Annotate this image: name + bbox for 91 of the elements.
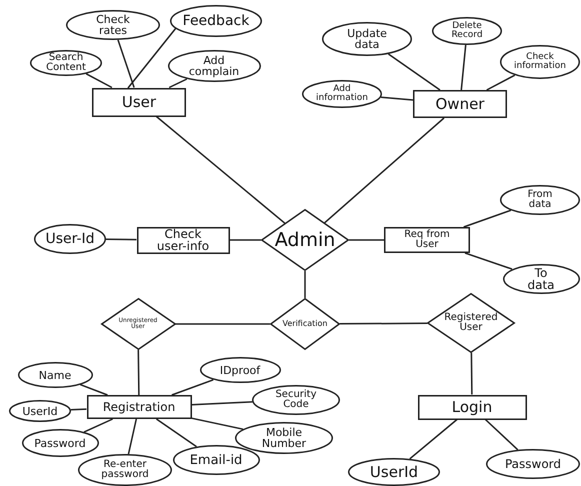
connector-line	[486, 74, 516, 91]
attribute-ellipse	[34, 224, 106, 254]
connector-line	[156, 418, 197, 448]
node-label: Email-id	[188, 454, 244, 466]
node-label: Delete Record	[450, 22, 484, 40]
node-label: Feedback	[182, 14, 250, 28]
attribute-ellipse	[302, 80, 382, 108]
node-label: UserId	[368, 464, 420, 480]
attribute-ellipse	[9, 400, 71, 422]
node-label: Mobile Number	[260, 427, 308, 449]
connector-line	[106, 238, 136, 240]
node-label: Owner	[434, 96, 486, 112]
node-label: User	[120, 94, 158, 110]
connector-line	[156, 116, 286, 224]
attribute-ellipse	[348, 458, 440, 486]
connector-line	[230, 239, 261, 241]
connector-line	[388, 53, 440, 91]
connector-line	[470, 352, 473, 395]
node-label: Check information	[513, 53, 567, 71]
connector-line	[484, 418, 518, 450]
entity-box	[92, 88, 186, 116]
node-label: User-Id	[44, 232, 96, 246]
entity-box	[86, 395, 192, 419]
connector-line	[324, 117, 444, 224]
connector-line	[128, 418, 138, 454]
node-label: Check rates	[95, 14, 131, 36]
entity-box	[418, 394, 526, 420]
connector-line	[460, 44, 466, 90]
connector-line	[86, 73, 112, 88]
node-label: Admin	[274, 230, 336, 250]
attribute-ellipse	[170, 5, 262, 37]
node-label: Password	[33, 438, 87, 448]
relationship-diamond	[270, 298, 340, 350]
attribute-ellipse	[235, 422, 333, 454]
attribute-ellipse	[200, 357, 280, 383]
node-label: Verification	[282, 320, 328, 328]
attribute-ellipse	[432, 17, 502, 45]
node-label: From data	[526, 190, 554, 210]
node-label: Add complain	[188, 55, 240, 77]
relationship-diamond	[261, 209, 349, 271]
connector-line	[84, 418, 114, 433]
connector-line	[80, 384, 108, 396]
attribute-ellipse	[78, 454, 172, 486]
node-label: Update data	[346, 28, 388, 50]
node-label: To data	[526, 267, 556, 291]
relationship-diamond	[100, 298, 176, 350]
attribute-ellipse	[322, 22, 412, 56]
connector-line	[127, 28, 177, 88]
connector-line	[172, 379, 214, 396]
node-label: Registration	[102, 401, 176, 413]
attribute-ellipse	[22, 429, 98, 457]
connector-line	[70, 408, 87, 411]
node-label: IDproof	[218, 364, 262, 376]
entity-box	[413, 90, 507, 118]
connector-line	[409, 418, 458, 460]
attribute-ellipse	[500, 185, 580, 215]
attribute-ellipse	[486, 449, 580, 479]
node-label: Req from User	[403, 230, 451, 250]
attribute-ellipse	[168, 50, 260, 82]
connector-line	[138, 350, 140, 396]
attribute-ellipse	[172, 445, 260, 475]
entity-box	[384, 227, 470, 253]
connector-line	[380, 96, 414, 101]
node-label: Search Content	[45, 53, 87, 73]
attribute-ellipse	[252, 385, 340, 415]
connector-line	[117, 40, 135, 88]
node-label: Registered User	[443, 313, 499, 333]
connector-line	[464, 252, 512, 270]
node-label: Check user-info	[156, 228, 210, 252]
connector-line	[176, 323, 270, 325]
node-label: Re-enter password	[100, 460, 150, 480]
node-label: Name	[38, 370, 72, 380]
node-label: Security Code	[274, 390, 318, 410]
entity-box	[136, 226, 230, 254]
node-label: Add information	[315, 85, 369, 103]
connector-line	[304, 271, 306, 298]
connector-line	[191, 401, 252, 406]
connector-line	[168, 78, 188, 88]
attribute-ellipse	[66, 10, 160, 40]
node-label: UserId	[21, 406, 59, 416]
relationship-diamond	[427, 293, 515, 353]
attribute-ellipse	[30, 50, 102, 76]
attribute-ellipse	[502, 264, 580, 294]
connector-line	[463, 210, 512, 228]
attribute-ellipse	[18, 362, 92, 388]
connector-line	[191, 417, 244, 430]
attribute-ellipse	[500, 45, 580, 79]
node-label: Login	[450, 400, 494, 414]
connector-line	[340, 322, 428, 325]
connector-line	[349, 239, 384, 241]
node-label: Password	[504, 458, 562, 470]
